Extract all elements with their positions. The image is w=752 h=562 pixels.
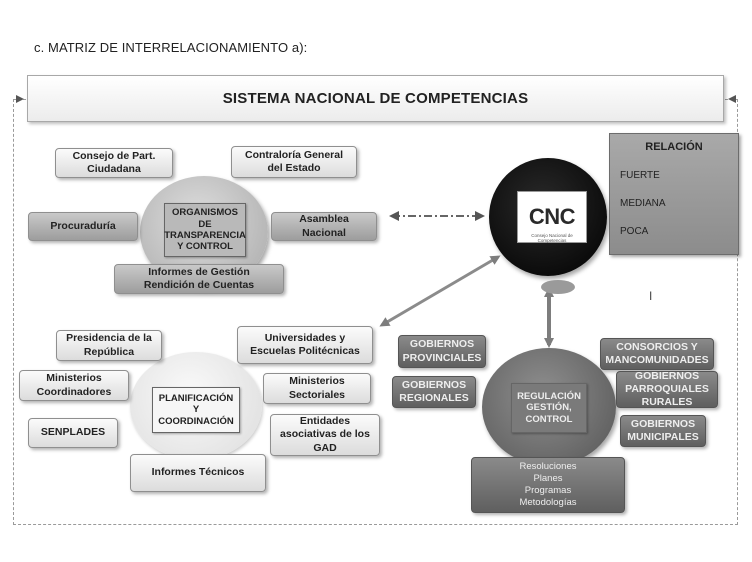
stray-mark: I	[649, 289, 653, 303]
cnc-connector-ellipse	[541, 280, 575, 294]
node-contraloria: Contraloría General del Estado	[231, 146, 357, 178]
cnc-logo-subtitle: Consejo Nacional de Competencias	[531, 233, 573, 243]
node-asamblea: Asamblea Nacional	[271, 212, 377, 241]
cnc-logo-text: CNC	[528, 204, 576, 229]
legend-fuerte: FUERTE	[620, 170, 660, 181]
control-center-label: ORGANISMOS DE TRANSPARENCIA Y CONTROL	[164, 203, 246, 257]
planificacion-center-label: PLANIFICACIÓN Y COORDINACIÓN	[152, 387, 240, 433]
node-gobiernos-parroquiales: GOBIERNOS PARROQUIALES RURALES	[616, 370, 718, 408]
node-presidencia: Presidencia de la República	[56, 330, 162, 361]
node-gobiernos-municipales: GOBIERNOS MUNICIPALES	[620, 415, 706, 447]
legend-title: RELACIÓN	[645, 141, 703, 153]
node-consorcios-mancomunidades: CONSORCIOS Y MANCOMUNIDADES	[600, 338, 714, 370]
regulacion-center-label: REGULACIÓN GESTIÓN, CONTROL	[511, 383, 587, 433]
node-rendicion-cuentas: Informes de Gestión Rendición de Cuentas	[114, 264, 284, 294]
legend-mediana: MEDIANA	[620, 198, 666, 209]
node-ministerios-coordinadores: Ministerios Coordinadores	[19, 370, 129, 401]
node-informes-tecnicos: Informes Técnicos	[130, 454, 266, 492]
section-heading: c. MATRIZ DE INTERRELACIONAMIENTO a):	[34, 40, 308, 55]
legend-poca: POCA	[620, 226, 649, 237]
connector-cnc-planificacion	[379, 255, 501, 327]
node-entidades-asociativas: Entidades asociativas de los GAD	[270, 414, 380, 456]
node-senplades: SENPLADES	[28, 418, 118, 448]
node-ministerios-sectoriales: Ministerios Sectoriales	[263, 373, 371, 404]
node-gobiernos-regionales: GOBIERNOS REGIONALES	[392, 376, 476, 408]
node-gobiernos-provinciales: GOBIERNOS PROVINCIALES	[398, 335, 486, 368]
cnc-logo: CNC Consejo Nacional de Competencias	[517, 191, 587, 243]
node-consejo: Consejo de Part. Ciudadana	[55, 148, 173, 178]
node-procuraduria: Procuraduría	[28, 212, 138, 241]
legend-box: RELACIÓN FUERTE MEDIANA POCA	[609, 133, 739, 255]
node-universidades: Universidades y Escuelas Politécnicas	[237, 326, 373, 364]
system-banner: SISTEMA NACIONAL DE COMPETENCIAS	[27, 75, 724, 122]
node-resoluciones: Resoluciones Planes Programas Metodologí…	[471, 457, 625, 513]
